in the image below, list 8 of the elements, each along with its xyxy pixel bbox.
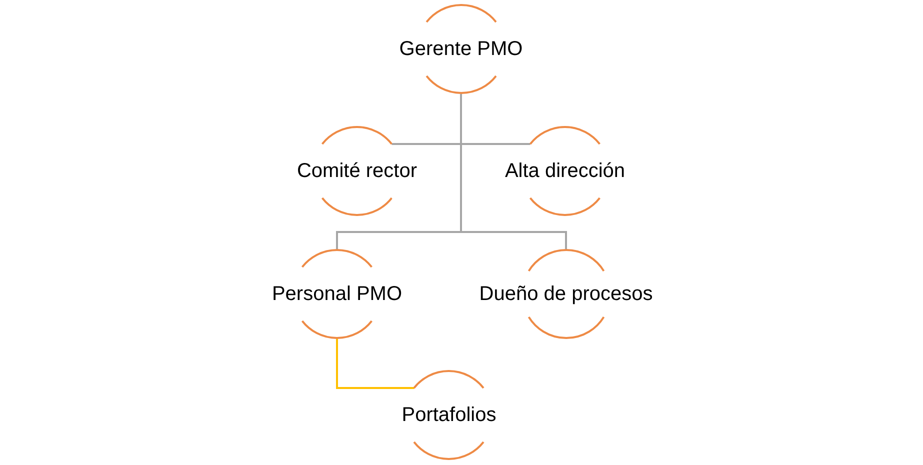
node-label: Alta dirección xyxy=(504,159,626,183)
node-label: Portafolios xyxy=(402,403,496,427)
connector-line xyxy=(460,94,567,249)
node-label: Gerente PMO xyxy=(399,37,523,61)
node-label: Personal PMO xyxy=(272,282,402,306)
node-label: Comité rector xyxy=(296,159,418,183)
connector-line xyxy=(336,339,414,389)
node-label: Dueño de procesos xyxy=(479,282,653,306)
